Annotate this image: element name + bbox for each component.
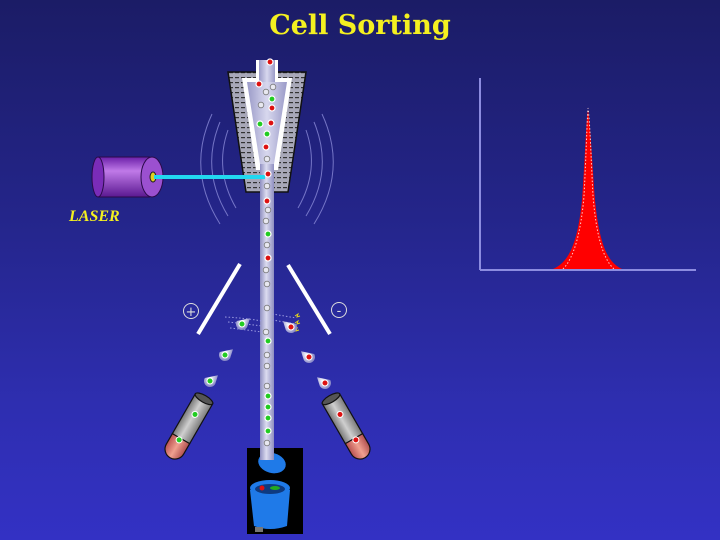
- waste-bin: [247, 448, 303, 534]
- negative-charge-symbol: -: [331, 302, 347, 319]
- nozzle-reservoir: [227, 60, 307, 193]
- histogram-outline: [562, 107, 615, 270]
- droplets-left: [204, 318, 250, 387]
- laser: [91, 156, 164, 198]
- droplets-right: [283, 321, 331, 389]
- negative-deflection-plate: [286, 263, 332, 336]
- collection-tube-left: [164, 392, 214, 460]
- laser-label: LASER: [69, 208, 120, 225]
- svg-text:+: +: [186, 305, 197, 320]
- page-title: Cell Sorting: [269, 10, 451, 41]
- svg-text:-: -: [337, 304, 342, 319]
- vibration-waves: [200, 113, 334, 225]
- fluid-stream: [260, 164, 274, 460]
- positive-charge-symbol: +: [183, 303, 199, 320]
- fluorescence-histogram: [479, 78, 696, 271]
- positive-deflection-plate: [196, 262, 242, 336]
- collection-tube-right: [321, 392, 371, 460]
- histogram-peak: [553, 110, 622, 269]
